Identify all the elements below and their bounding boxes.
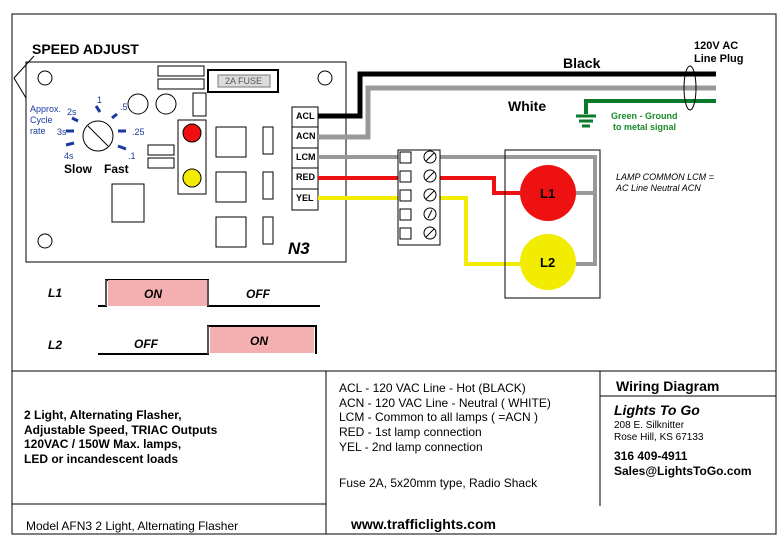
red-led — [182, 123, 202, 143]
lamp2-wire — [438, 196, 520, 266]
dial-tick-2s: 2s — [67, 107, 77, 117]
triac — [215, 216, 247, 248]
terminal-legend: ACL - 120 VAC Line - Hot (BLACK) ACN - 1… — [339, 381, 551, 454]
line-plug-icon — [683, 65, 697, 111]
company-address: 208 E. Silknitter Rose Hill, KS 67133 — [614, 420, 704, 444]
terminal-acn: ACN — [296, 131, 316, 141]
company-name: Lights To Go — [614, 402, 700, 418]
approx-label: Approx. Cycle rate — [30, 104, 62, 136]
line-plug-label: 120V AC Line Plug — [694, 40, 744, 66]
white-wire-label: White — [508, 98, 547, 114]
timing-l1-label: L1 — [48, 286, 63, 300]
ground-symbol — [576, 114, 596, 128]
ground-label: Green - Ground to metal signal — [611, 111, 678, 132]
mount-hole — [37, 70, 53, 86]
lamp-l2 — [520, 234, 576, 290]
mount-hole — [127, 93, 149, 115]
dial-tick-1: 1 — [97, 95, 103, 105]
lamp-common-wire — [438, 155, 597, 266]
dial-tick-01: .1 — [128, 151, 136, 161]
lamp-common-note: LAMP COMMON LCM = AC Line Neutral ACN — [616, 172, 714, 193]
fuse-body — [217, 74, 271, 88]
terminal-yel: YEL — [296, 193, 314, 203]
mount-hole — [155, 93, 177, 115]
mount-hole — [37, 233, 53, 249]
diagram-title: Wiring Diagram — [616, 378, 720, 394]
fuse-label: 2A FUSE — [225, 76, 263, 86]
board-component — [147, 144, 175, 156]
lamp-l2-label: L2 — [540, 255, 556, 270]
dial-tick-4s: 4s — [64, 151, 74, 161]
dial-tick-marks — [65, 105, 127, 151]
company-email[interactable]: Sales@LightsToGo.com — [614, 464, 752, 478]
lamp-l1-label: L1 — [540, 186, 556, 201]
resistor — [262, 171, 274, 200]
red-led-housing — [177, 119, 207, 195]
company-phone: 316 409-4911 — [614, 449, 688, 463]
speed-callout-line — [13, 77, 27, 99]
timing-l2-on-label: ON — [250, 334, 268, 348]
website-link[interactable]: www.trafficlights.com — [351, 516, 496, 532]
timing-l2-label: L2 — [48, 338, 63, 352]
terminal-red: RED — [296, 172, 316, 182]
mount-hole — [317, 70, 333, 86]
white-wire — [318, 85, 716, 140]
timing-l1-on-label: ON — [144, 287, 162, 301]
resistor — [262, 126, 274, 155]
dial-pointer — [87, 125, 109, 147]
outer-frame — [11, 13, 777, 535]
fast-label: Fast — [104, 162, 129, 176]
timing-l2-off-label: OFF — [134, 337, 158, 351]
board-component — [157, 78, 205, 90]
terminal-lcm: LCM — [296, 152, 316, 162]
speed-callout-line — [13, 55, 35, 79]
slow-label: Slow — [64, 162, 93, 176]
dial-tick-025: .25 — [132, 127, 145, 137]
board-component — [147, 157, 175, 169]
model-number: Model AFN3 2 Light, Alternating Flasher — [26, 519, 239, 533]
board-component — [157, 65, 205, 77]
yellow-led — [182, 168, 202, 188]
speed-adjust-label: SPEED ADJUST — [32, 41, 139, 57]
lamp-housing — [504, 149, 601, 299]
screw-terminals — [399, 150, 437, 240]
dial-tick-3s: 3s — [57, 127, 67, 137]
board-component — [111, 183, 145, 223]
timing-l1-off-label: OFF — [246, 287, 270, 301]
triac — [215, 126, 247, 158]
board-component — [192, 92, 207, 117]
product-description: 2 Light, Alternating Flasher, Adjustable… — [24, 408, 218, 466]
lamp-l1 — [520, 165, 576, 221]
resistor — [262, 216, 274, 245]
black-wire — [318, 71, 716, 119]
black-wire-label: Black — [563, 55, 601, 71]
lamp1-wire — [438, 176, 520, 195]
dial-tick-05: .5 — [120, 102, 128, 112]
fuse-note: Fuse 2A, 5x20mm type, Radio Shack — [339, 476, 538, 490]
board-model-tag: N3 — [288, 239, 310, 258]
triac — [215, 171, 247, 203]
ground-wire — [584, 99, 716, 114]
timing-l2-on — [210, 327, 314, 353]
terminal-acl: ACL — [296, 111, 315, 121]
timing-l1-on — [108, 280, 208, 306]
